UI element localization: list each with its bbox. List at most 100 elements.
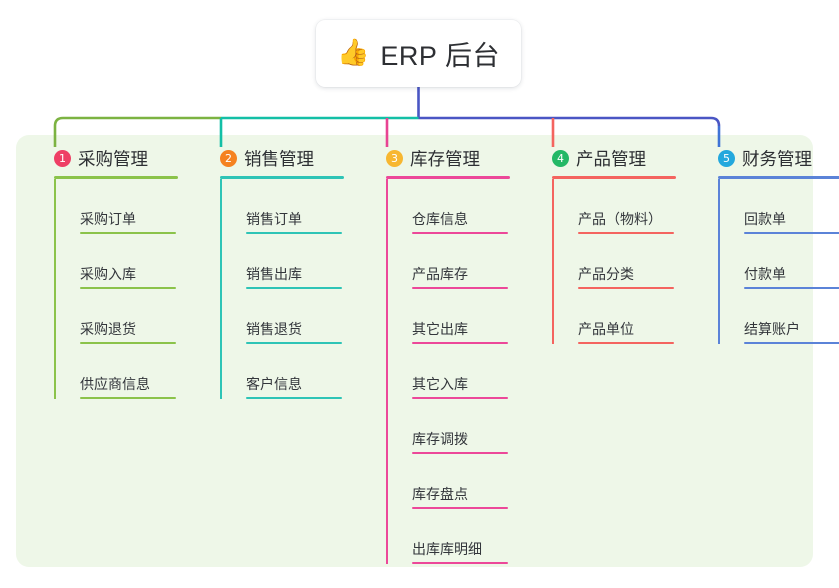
- branch-item[interactable]: 其它入库: [386, 344, 528, 399]
- branch-item[interactable]: 其它出库: [386, 289, 528, 344]
- branch-item-label: 付款单: [744, 266, 786, 283]
- branch-item-rule: [80, 287, 176, 289]
- branch-item[interactable]: 产品单位: [552, 289, 694, 344]
- branch-item[interactable]: 客户信息: [220, 344, 362, 399]
- branch-item-rule: [412, 507, 508, 509]
- branch-header-5[interactable]: 5 财务管理: [694, 145, 839, 171]
- branch-header-rule: [54, 176, 178, 179]
- branch-title: 财务管理: [742, 148, 812, 169]
- branch-column-3: 3 库存管理仓库信息产品库存其它出库其它入库库存调拨库存盘点出库库明细: [362, 145, 528, 564]
- branch-item[interactable]: 仓库信息: [386, 179, 528, 234]
- branch-item-rule: [412, 342, 508, 344]
- branch-item-rule: [412, 232, 508, 234]
- branch-column-5: 5 财务管理回款单付款单结算账户: [694, 145, 839, 344]
- branch-item[interactable]: 出库库明细: [386, 509, 528, 564]
- branch-item-rule: [744, 232, 839, 234]
- branch-item-rule: [246, 232, 342, 234]
- branch-item-label: 客户信息: [246, 376, 302, 393]
- branch-item-label: 供应商信息: [80, 376, 150, 393]
- branch-item[interactable]: 结算账户: [718, 289, 839, 344]
- branch-header-3[interactable]: 3 库存管理: [362, 145, 528, 171]
- branch-item-label: 结算账户: [744, 321, 800, 338]
- branch-item[interactable]: 采购订单: [54, 179, 196, 234]
- branch-item[interactable]: 产品分类: [552, 234, 694, 289]
- branch-item[interactable]: 供应商信息: [54, 344, 196, 399]
- branch-item-rule: [412, 287, 508, 289]
- branch-item-label: 产品（物料）: [578, 211, 662, 228]
- branch-title: 采购管理: [78, 148, 148, 169]
- branch-items: 产品（物料） 产品分类产品单位: [528, 179, 694, 344]
- branch-item[interactable]: 库存盘点: [386, 454, 528, 509]
- branch-title: 产品管理: [576, 148, 646, 169]
- root-node-card[interactable]: 👍 ERP 后台: [316, 20, 521, 87]
- branch-item-rule: [412, 452, 508, 454]
- branch-item-label: 仓库信息: [412, 211, 468, 228]
- branch-items: 仓库信息产品库存其它出库其它入库库存调拨库存盘点出库库明细: [362, 179, 528, 564]
- branch-item-label: 销售出库: [246, 266, 302, 283]
- branch-item-rule: [246, 287, 342, 289]
- branch-title: 销售管理: [244, 148, 314, 169]
- root-node-content: 👍 ERP 后台: [337, 34, 500, 73]
- branch-item[interactable]: 回款单: [718, 179, 839, 234]
- branch-number-badge: 5: [718, 149, 735, 167]
- branch-item[interactable]: 付款单: [718, 234, 839, 289]
- thumbs-up-icon: 👍: [337, 37, 370, 68]
- branch-title: 库存管理: [410, 148, 480, 169]
- branch-item-label: 回款单: [744, 211, 786, 228]
- branch-spine: [552, 179, 554, 344]
- branch-number-badge: 3: [386, 149, 403, 167]
- branch-item-rule: [80, 342, 176, 344]
- branch-item-rule: [412, 397, 508, 399]
- branch-number-badge: 2: [220, 149, 237, 167]
- branch-item-rule: [246, 342, 342, 344]
- branch-item-rule: [80, 232, 176, 234]
- branch-column-2: 2 销售管理销售订单销售出库销售退货客户信息: [196, 145, 362, 399]
- root-node-title: ERP 后台: [380, 41, 500, 71]
- branch-item[interactable]: 销售出库: [220, 234, 362, 289]
- branches-panel: [16, 135, 813, 567]
- branch-item[interactable]: 库存调拨: [386, 399, 528, 454]
- branch-item[interactable]: 销售退货: [220, 289, 362, 344]
- branch-item-rule: [578, 232, 674, 234]
- branch-item[interactable]: 销售订单: [220, 179, 362, 234]
- branch-item-label: 产品分类: [578, 266, 634, 283]
- branch-item-label: 产品单位: [578, 321, 634, 338]
- branch-spine: [54, 179, 56, 399]
- branch-item-rule: [578, 287, 674, 289]
- branch-spine: [220, 179, 222, 399]
- branch-spine: [718, 179, 720, 344]
- branch-header-2[interactable]: 2 销售管理: [196, 145, 362, 171]
- branch-item-label: 销售退货: [246, 321, 302, 338]
- branch-item-label: 库存盘点: [412, 486, 468, 503]
- branch-header-4[interactable]: 4 产品管理: [528, 145, 694, 171]
- branch-items: 回款单付款单结算账户: [694, 179, 839, 344]
- branch-spine: [386, 179, 388, 564]
- branch-header-rule: [220, 176, 344, 179]
- branch-item-rule: [744, 342, 839, 344]
- branch-item-label: 采购入库: [80, 266, 136, 283]
- branch-item-label: 销售订单: [246, 211, 302, 228]
- branch-item-label: 库存调拨: [412, 431, 468, 448]
- branch-item[interactable]: 产品库存: [386, 234, 528, 289]
- branch-header-rule: [718, 176, 839, 179]
- branch-item-label: 采购订单: [80, 211, 136, 228]
- branch-items: 销售订单销售出库销售退货客户信息: [196, 179, 362, 399]
- branch-item[interactable]: 采购入库: [54, 234, 196, 289]
- branch-item-rule: [744, 287, 839, 289]
- branch-item-label: 产品库存: [412, 266, 468, 283]
- branch-item-rule: [412, 562, 508, 564]
- branch-item-label: 采购退货: [80, 321, 136, 338]
- branch-item[interactable]: 产品（物料）: [552, 179, 694, 234]
- branch-item-rule: [80, 397, 176, 399]
- branch-item[interactable]: 采购退货: [54, 289, 196, 344]
- branch-item-label: 出库库明细: [412, 541, 482, 558]
- branch-column-4: 4 产品管理产品（物料） 产品分类产品单位: [528, 145, 694, 344]
- branch-number-badge: 4: [552, 149, 569, 167]
- branch-header-rule: [386, 176, 510, 179]
- branch-item-label: 其它入库: [412, 376, 468, 393]
- branch-items: 采购订单采购入库采购退货供应商信息: [30, 179, 196, 399]
- branch-item-label: 其它出库: [412, 321, 468, 338]
